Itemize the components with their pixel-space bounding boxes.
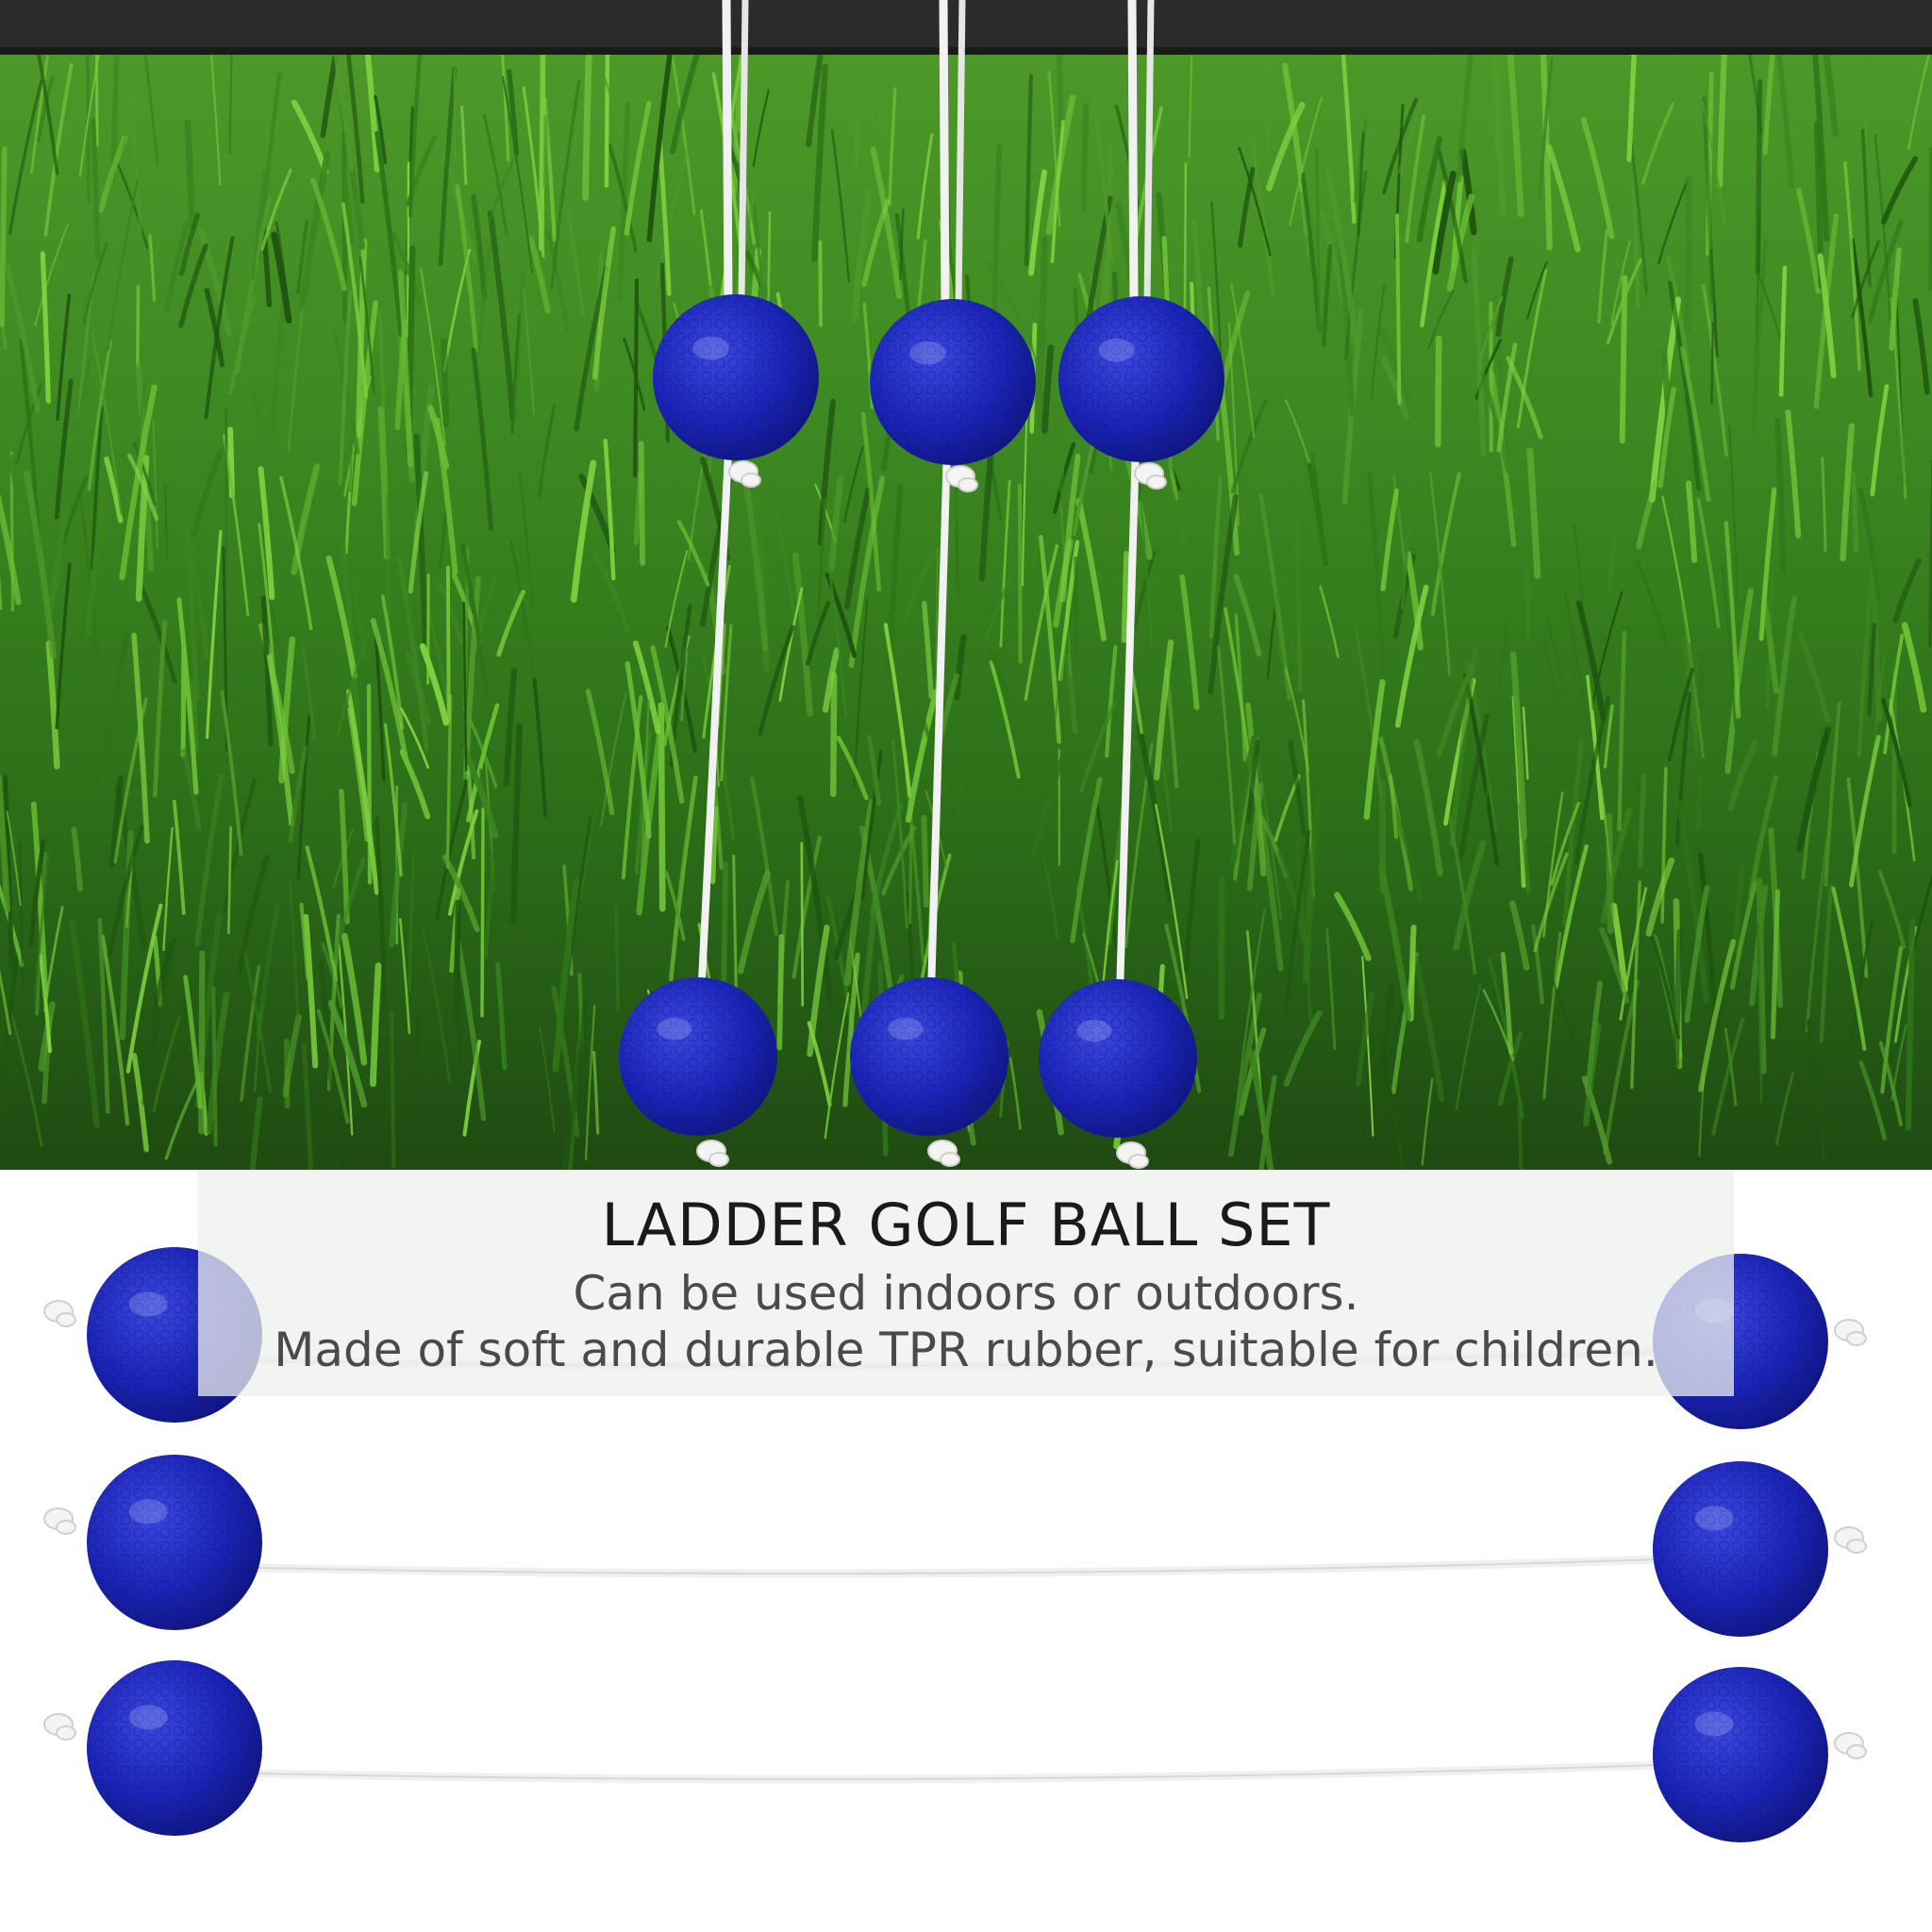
lying-bola	[43, 1455, 1867, 1637]
rope	[722, 0, 733, 303]
rope	[1127, 0, 1139, 305]
golf-ball	[850, 977, 1008, 1136]
ladder-bar	[0, 0, 1932, 55]
hanging-bolas	[619, 0, 1224, 1169]
grass-photo-scene	[0, 0, 1932, 1170]
caption-block: LADDER GOLF BALL SET Can be used indoors…	[0, 1170, 1932, 1396]
rope	[925, 381, 953, 1058]
caption-line-indoor-outdoor: Can be used indoors or outdoors.	[573, 1266, 1359, 1321]
rope-knot	[1834, 1732, 1867, 1759]
rope-knot	[945, 465, 978, 492]
rope-knot	[1134, 462, 1167, 490]
caption-line-material: Made of soft and durable TPR rubber, sui…	[274, 1323, 1658, 1377]
rope-knot	[43, 1300, 76, 1327]
caption-panel	[198, 1170, 1734, 1396]
rope-knot	[1116, 1141, 1149, 1169]
rope	[694, 376, 736, 1058]
lying-bola	[43, 1660, 1867, 1842]
hanging-bola	[619, 0, 819, 1167]
product-title: LADDER GOLF BALL SET	[601, 1191, 1331, 1259]
rope-knot	[728, 460, 761, 488]
golf-ball	[1653, 1461, 1828, 1637]
rope	[1114, 378, 1141, 1059]
rope-knot	[696, 1140, 729, 1167]
rope	[955, 0, 966, 308]
rope	[1143, 0, 1155, 305]
rope-knot	[1834, 1319, 1867, 1346]
golf-ball	[870, 299, 1036, 465]
golf-ball	[87, 1660, 262, 1836]
rope-knot	[927, 1140, 960, 1167]
golf-ball	[1058, 296, 1224, 462]
hanging-bola	[850, 0, 1036, 1167]
hanging-bola	[1039, 0, 1224, 1169]
rope-knot	[43, 1713, 76, 1740]
golf-ball	[619, 977, 777, 1136]
rope	[939, 0, 950, 308]
rope-knot	[1834, 1526, 1867, 1554]
golf-ball	[87, 1455, 262, 1630]
golf-ball	[653, 294, 819, 460]
golf-ball	[1039, 979, 1197, 1138]
rope	[738, 0, 749, 303]
golf-ball	[1653, 1667, 1828, 1842]
rope-knot	[43, 1507, 76, 1535]
grass-blades	[0, 0, 1932, 1170]
